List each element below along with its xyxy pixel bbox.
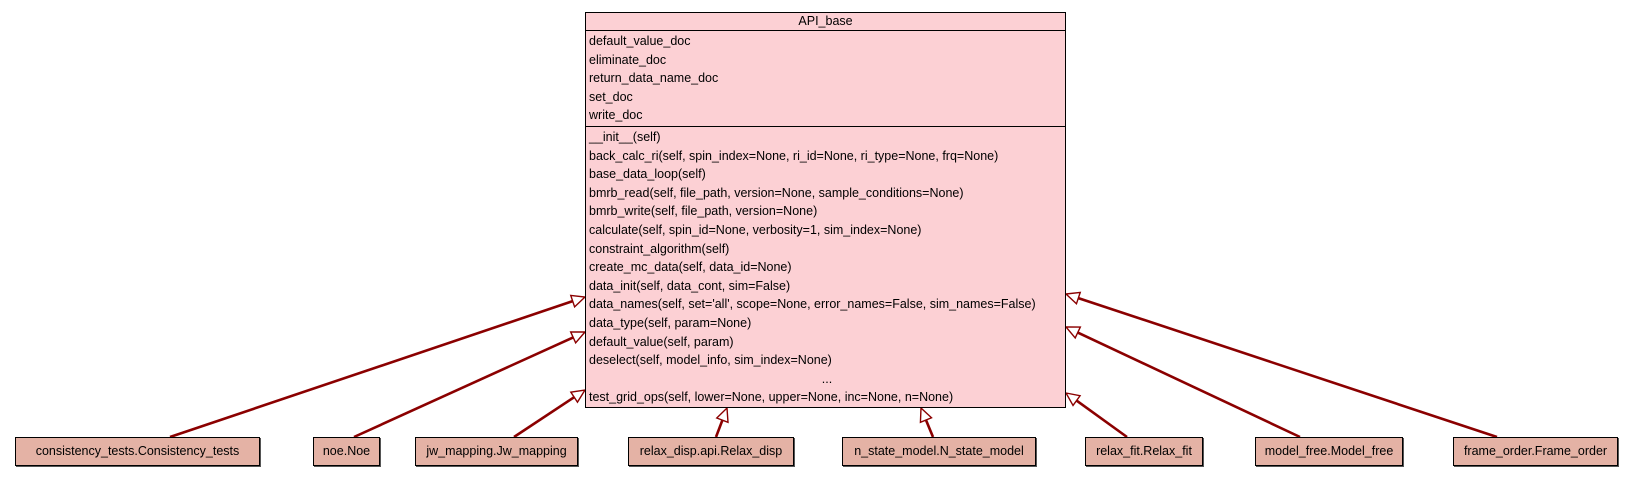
- method-item: data_names(self, set='all', scope=None, …: [589, 297, 1036, 312]
- inheritance-arrowhead-icon: [715, 406, 729, 424]
- attribute-item: return_data_name_doc: [589, 71, 719, 86]
- attribute-item: default_value_doc: [589, 34, 691, 48]
- subclass-box[interactable]: noe.Noe: [313, 437, 380, 466]
- attribute-item: eliminate_doc: [589, 52, 667, 67]
- inheritance-edge: [1077, 331, 1301, 439]
- subclass-box[interactable]: consistency_tests.Consistency_tests: [15, 437, 260, 466]
- attribute-item: set_doc: [589, 89, 633, 104]
- attribute-item: write_doc: [589, 108, 643, 123]
- subclass-box[interactable]: relax_fit.Relax_fit: [1085, 437, 1203, 466]
- subclass-box[interactable]: n_state_model.N_state_model: [842, 437, 1036, 466]
- methods-ellipsis: ...: [821, 371, 833, 386]
- method-item: data_type(self, param=None): [589, 315, 752, 330]
- method-item: default_value(self, param): [589, 334, 734, 349]
- inheritance-arrowhead-icon: [1064, 326, 1082, 340]
- method-item: back_calc_ri(self, spin_index=None, ri_i…: [589, 148, 999, 163]
- inheritance-edge: [353, 336, 574, 439]
- inheritance-arrowhead-icon: [569, 331, 587, 345]
- subclass-box[interactable]: frame_order.Frame_order: [1453, 437, 1618, 466]
- inheritance-edge: [714, 419, 724, 438]
- method-item: bmrb_write(self, file_path, version=None…: [589, 204, 818, 219]
- inheritance-edge: [513, 396, 575, 439]
- class-name: API_base: [586, 13, 1065, 31]
- method-item: base_data_loop(self): [589, 167, 706, 182]
- inheritance-edge: [924, 419, 935, 438]
- inheritance-arrowhead-icon: [1064, 291, 1082, 306]
- method-item: create_mc_data(self, data_id=None): [589, 260, 792, 275]
- subclass-box[interactable]: jw_mapping.Jw_mapping: [415, 437, 578, 466]
- inheritance-edge: [1077, 296, 1498, 439]
- inheritance-arrowhead-icon: [919, 406, 933, 424]
- inheritance-edge: [169, 299, 574, 439]
- method-item: constraint_algorithm(self): [589, 241, 730, 256]
- inheritance-arrowhead-icon: [1064, 392, 1082, 407]
- method-item: bmrb_read(self, file_path, version=None,…: [589, 185, 964, 200]
- method-item: calculate(self, spin_id=None, verbosity=…: [589, 222, 922, 237]
- method-item: __init__(self): [589, 129, 661, 144]
- subclass-box[interactable]: model_free.Model_free: [1255, 437, 1403, 466]
- inheritance-arrowhead-icon: [569, 389, 587, 404]
- methods-section: __init__(self) back_calc_ri(self, spin_in…: [586, 127, 1065, 408]
- inheritance-edge: [1075, 399, 1128, 439]
- method-item: deselect(self, model_info, sim_index=Non…: [589, 353, 832, 368]
- attributes-section: default_value_doc eliminate_doc return_dat…: [586, 31, 1065, 127]
- inheritance-arrowhead-icon: [569, 294, 587, 309]
- method-item: data_init(self, data_cont, sim=False): [589, 278, 791, 293]
- subclass-box[interactable]: relax_disp.api.Relax_disp: [628, 437, 794, 466]
- method-item: test_grid_ops(self, lower=None, upper=No…: [589, 390, 954, 405]
